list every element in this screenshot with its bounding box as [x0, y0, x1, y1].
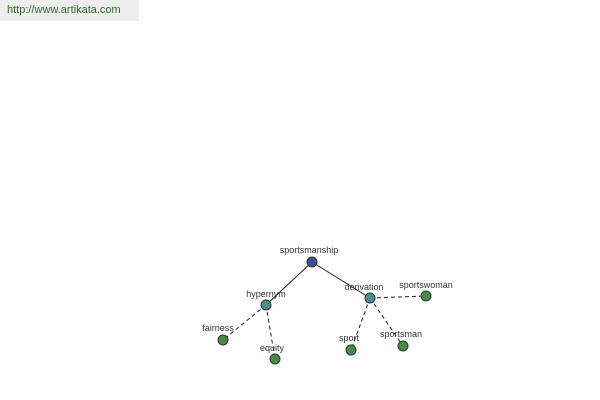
graph-nodes	[217, 256, 432, 365]
node-sportswoman[interactable]	[420, 290, 432, 302]
edge-derivation-sport	[350, 297, 371, 351]
graph-edges	[222, 261, 427, 360]
edge-hypernym-equity	[265, 304, 276, 360]
label-equity: equity	[260, 343, 285, 353]
node-derivation[interactable]	[364, 292, 376, 304]
node-equity[interactable]	[269, 353, 281, 365]
node-sport[interactable]	[345, 344, 357, 356]
graph-labels: sportsmanship hypernym derivation fairne…	[202, 245, 453, 353]
url-banner: http://www.artikata.com	[0, 0, 139, 21]
label-fairness: fairness	[202, 323, 234, 333]
node-root[interactable]	[306, 256, 318, 268]
node-hypernym[interactable]	[260, 299, 272, 311]
label-hypernym: hypernym	[246, 289, 286, 299]
edge-derivation-sportsman	[369, 297, 404, 347]
node-sportsman[interactable]	[397, 340, 409, 352]
edge-root-derivation	[311, 261, 371, 299]
source-url-link[interactable]: http://www.artikata.com	[7, 4, 121, 16]
edge-hypernym-fairness	[222, 304, 267, 341]
label-sportsman: sportsman	[380, 329, 422, 339]
label-sportswoman: sportswoman	[399, 280, 453, 290]
label-root: sportsmanship	[280, 245, 339, 255]
edge-root-hypernym	[265, 261, 313, 306]
label-sport: sport	[339, 333, 360, 343]
edge-derivation-sportswoman	[369, 295, 427, 299]
node-fairness[interactable]	[217, 334, 229, 346]
label-derivation: derivation	[344, 282, 383, 292]
